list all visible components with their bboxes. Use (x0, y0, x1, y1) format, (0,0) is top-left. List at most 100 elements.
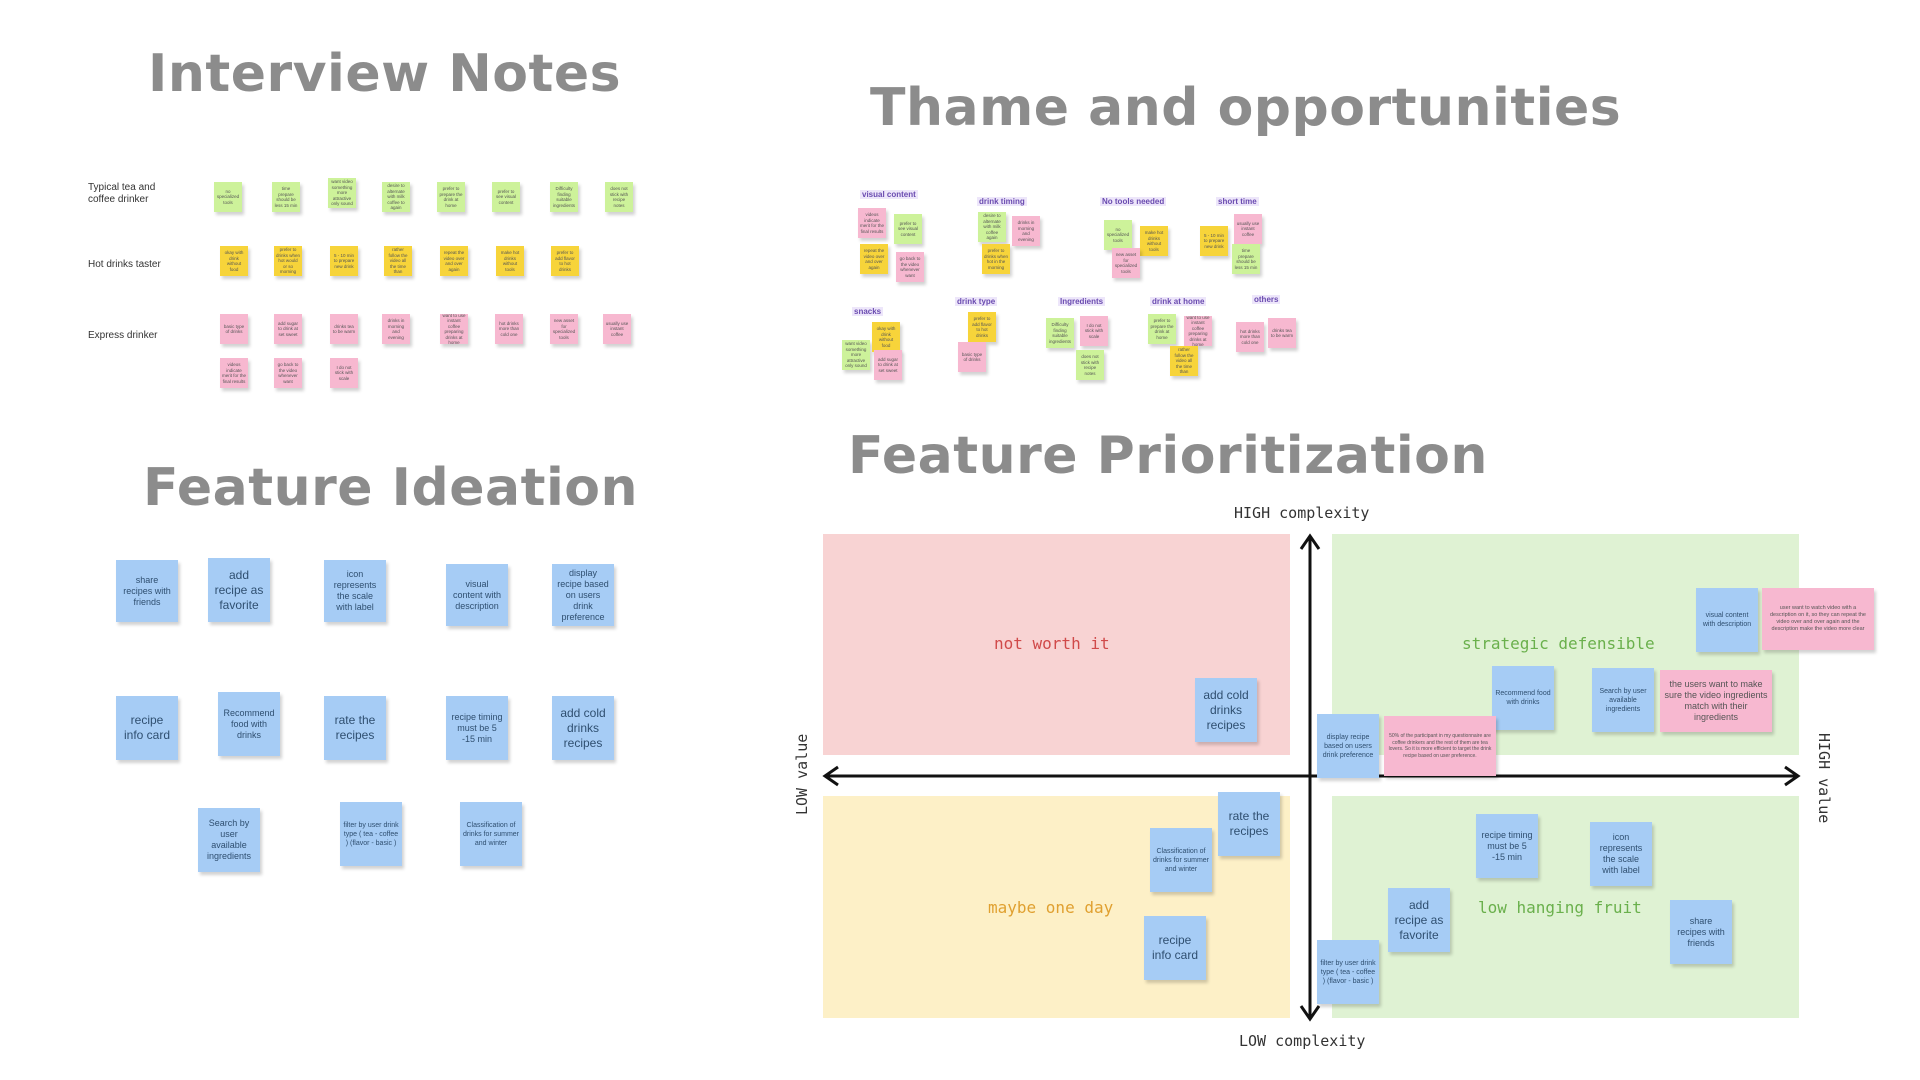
sticky-note[interactable]: videos indicate merit for the final resu… (220, 358, 248, 388)
axis-label-low-complexity: LOW complexity (1239, 1032, 1366, 1050)
group-label-visual-content: visual content (860, 190, 918, 199)
idea-note[interactable]: Classification of drinks for summer and … (460, 802, 522, 866)
sticky-note[interactable]: prefer to see visual content (492, 182, 520, 212)
sticky-note[interactable]: okay with drink without food (872, 322, 900, 352)
sticky-note[interactable]: hot drinks more than cold one (1236, 322, 1264, 352)
idea-note[interactable]: visual content with description (446, 564, 508, 626)
sticky-note[interactable]: does not stick with recipe notes (1076, 350, 1104, 380)
sticky-note[interactable]: I do not stick with scale (330, 358, 358, 388)
matrix-note[interactable]: icon represents the scale with label (1590, 822, 1652, 886)
sticky-note[interactable]: repeat the video over and over again (860, 244, 888, 274)
group-label-short-time: short time (1216, 197, 1259, 206)
sticky-note[interactable]: I do not stick with scale (1080, 316, 1108, 346)
sticky-note[interactable]: want video something more attractive onl… (328, 178, 356, 208)
idea-note[interactable]: Search by user available ingredients (198, 808, 260, 872)
matrix-note[interactable]: display recipe based on users drink pref… (1317, 714, 1379, 778)
sticky-note[interactable]: videos indicate merit for the final resu… (858, 208, 886, 238)
idea-note[interactable]: icon represents the scale with label (324, 560, 386, 622)
matrix-note[interactable]: Classification of drinks for summer and … (1150, 828, 1212, 892)
sticky-note[interactable]: basic type of drinks (958, 342, 986, 372)
group-label-snacks: snacks (852, 307, 884, 316)
sticky-note[interactable]: prefer to add flavor to hot drinks (551, 246, 579, 276)
idea-note[interactable]: display recipe based on users drink pref… (552, 564, 614, 626)
sticky-note[interactable]: make hot drinks without tools (1140, 226, 1168, 256)
matrix-note[interactable]: recipe info card (1144, 916, 1206, 980)
quadrant-label-maybe-one-day: maybe one day (988, 898, 1114, 917)
sticky-note[interactable]: add sugar to drink at set sweet (874, 350, 902, 380)
matrix-note[interactable]: Search by user available ingredients (1592, 668, 1654, 732)
idea-note[interactable]: add recipe as favorite (208, 558, 270, 622)
sticky-note[interactable]: want to use instant coffee preparing dri… (440, 314, 468, 344)
sticky-note[interactable]: prefer to drinks when hot in the morning (982, 244, 1010, 274)
sticky-note[interactable]: okay with drink without food (220, 246, 248, 276)
idea-note[interactable]: add cold drinks recipes (552, 696, 614, 760)
matrix-note[interactable]: 50% of the participant in my questionnai… (1384, 716, 1496, 776)
sticky-note[interactable]: drinks in morning and evening (1012, 216, 1040, 246)
sticky-note[interactable]: want video something more attractive onl… (842, 340, 870, 370)
group-label-others: others (1252, 295, 1281, 304)
matrix-note[interactable]: visual content with description (1696, 588, 1758, 652)
sticky-note[interactable]: rather follow the video all the time tha… (1170, 346, 1198, 376)
sticky-note[interactable]: Difficulty finding suitable ingredients (550, 182, 578, 212)
idea-note[interactable]: Recommend food with drinks (218, 692, 280, 756)
idea-note[interactable]: filter by user drink type ( tea - coffee… (340, 802, 402, 866)
group-label-drink-at-home: drink at home (1150, 297, 1207, 306)
sticky-note[interactable]: hot drinks more than cold one (495, 314, 523, 344)
themes-title: Thame and opportunities (870, 78, 1622, 138)
idea-note[interactable]: recipe timing must be 5 -15 min (446, 696, 508, 760)
matrix-note[interactable]: share recipes with friends (1670, 900, 1732, 964)
sticky-note[interactable]: time prepare should be less 15 min (1232, 244, 1260, 274)
group-label-drink-timing: drink timing (977, 197, 1027, 206)
sticky-note[interactable]: time prepare should be less 15 min (272, 182, 300, 212)
matrix-note[interactable]: add cold drinks recipes (1195, 678, 1257, 742)
matrix-note[interactable]: Recommend food with drinks (1492, 666, 1554, 730)
row-label: Typical tea and coffee drinker (88, 182, 156, 205)
quadrant-label-not-worth-it: not worth it (994, 634, 1110, 653)
idea-note[interactable]: rate the recipes (324, 696, 386, 760)
sticky-note[interactable]: drinks in morning and evening (382, 314, 410, 344)
idea-note[interactable]: recipe info card (116, 696, 178, 760)
matrix-note[interactable]: add recipe as favorite (1388, 888, 1450, 952)
matrix-note[interactable]: filter by user drink type ( tea - coffee… (1317, 940, 1379, 1004)
row-label: Express drinker (88, 330, 158, 341)
sticky-note[interactable]: basic type of drinks (220, 314, 248, 344)
sticky-note[interactable]: no specialized tools (214, 182, 242, 212)
sticky-note[interactable]: 5 - 10 min to prepare new drink (330, 246, 358, 276)
sticky-note[interactable]: new asset for specialized tools (550, 314, 578, 344)
sticky-note[interactable]: 5 - 10 min to prepare new drink (1200, 226, 1228, 256)
sticky-note[interactable]: desire to alternate with milk coffee to … (382, 182, 410, 212)
sticky-note[interactable]: drinks tea to be warm (330, 314, 358, 344)
sticky-note[interactable]: prefer to prepare the drink at home (437, 182, 465, 212)
sticky-note[interactable]: go back to the video whenever want (896, 252, 924, 282)
sticky-note[interactable]: usually use instant coffee (1234, 214, 1262, 244)
axis-label-high-complexity: HIGH complexity (1234, 504, 1370, 522)
sticky-note[interactable]: prefer to drinks when hot would or so mo… (274, 246, 302, 276)
sticky-note[interactable]: usually use instant coffee (603, 314, 631, 344)
sticky-note[interactable]: no specialized tools (1104, 220, 1132, 250)
sticky-note[interactable]: prefer to add flavor to hot drinks (968, 312, 996, 342)
sticky-note[interactable]: drinks tea to be warm (1268, 318, 1296, 348)
group-label-drink-type: drink type (955, 297, 998, 306)
idea-note[interactable]: share recipes with friends (116, 560, 178, 622)
sticky-note[interactable]: prefer to prepare the drink at home (1148, 314, 1176, 344)
sticky-note[interactable]: new asset for specialized tools (1112, 248, 1140, 278)
sticky-note[interactable]: want to use instant coffee preparing dri… (1184, 316, 1212, 346)
group-label-no-tools: No tools needed (1100, 197, 1167, 206)
feature-ideation-title: Feature Ideation (143, 458, 639, 518)
matrix-note[interactable]: rate the recipes (1218, 792, 1280, 856)
sticky-note[interactable]: does not stick with recipe notes (605, 182, 633, 212)
sticky-note[interactable]: desire to alternate with milk coffee aga… (978, 212, 1006, 242)
sticky-note[interactable]: make hot drinks without tools (496, 246, 524, 276)
sticky-note[interactable]: repeat the video over and over again (440, 246, 468, 276)
matrix-note[interactable]: user want to watch video with a descript… (1762, 588, 1874, 650)
matrix-note[interactable]: the users want to make sure the video in… (1660, 670, 1772, 732)
feature-prioritization-title: Feature Prioritization (848, 426, 1488, 486)
sticky-note[interactable]: add sugar to drink at set sweet (274, 314, 302, 344)
matrix-note[interactable]: recipe timing must be 5 -15 min (1476, 814, 1538, 878)
row-label: Hot drinks taster (88, 259, 161, 270)
sticky-note[interactable]: prefer to see visual content (894, 214, 922, 244)
sticky-note[interactable]: go back to the video whenever want (274, 358, 302, 388)
sticky-note[interactable]: Difficulty finding suitable ingredients (1046, 318, 1074, 348)
sticky-note[interactable]: rather follow the video all the time tha… (384, 246, 412, 276)
